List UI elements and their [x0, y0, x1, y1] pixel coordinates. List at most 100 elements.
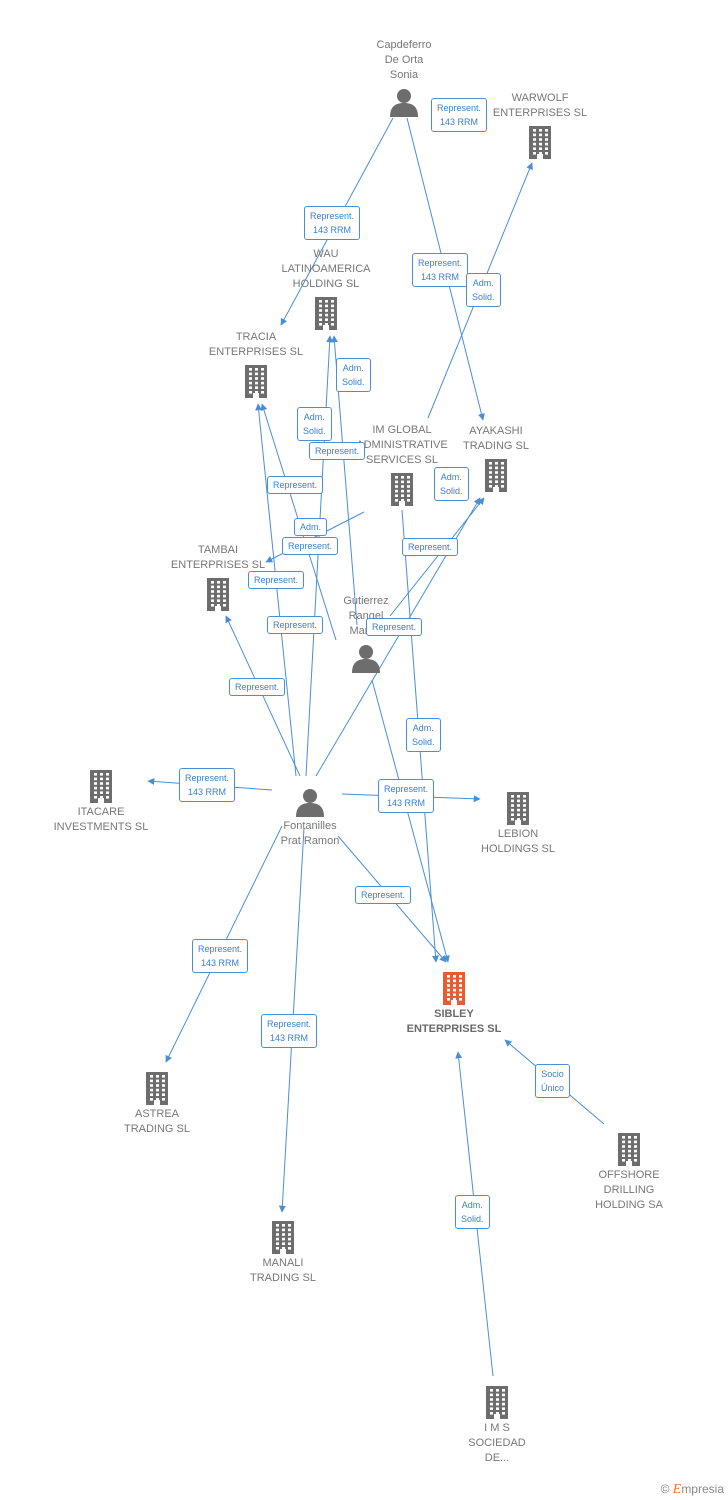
- badge-text: Adm.: [461, 1200, 483, 1210]
- relation-badge[interactable]: Adm. Solid.: [455, 1195, 490, 1229]
- person-icon: [351, 643, 381, 673]
- edge-gutierrez-to-sibley: [371, 679, 450, 963]
- relation-badge[interactable]: Represent.143 RRM: [378, 779, 435, 813]
- badge-text: 143 RRM: [188, 787, 227, 797]
- badge-text: 143 RRM: [440, 117, 479, 127]
- building-icon: [87, 769, 115, 803]
- relation-badge[interactable]: Adm.Solid.: [406, 718, 441, 752]
- node-label-line: Fontanilles: [283, 820, 337, 832]
- badge-text: Socio: [541, 1069, 564, 1079]
- relation-badge[interactable]: Represent. 143 RRM: [179, 768, 236, 802]
- badge-text: 143 RRM: [421, 272, 460, 282]
- building-icon: [483, 1385, 511, 1419]
- node-label: IM GLOBAL ADMINISTRATIVE SERVICES SL: [327, 423, 477, 468]
- badge-text: Solid.: [461, 1214, 484, 1224]
- edge-fontanilles-to-tracia: [255, 403, 297, 777]
- badge-text: Represent.: [361, 890, 406, 900]
- node-label-line: ENTERPRISES SL: [208, 346, 304, 358]
- relation-badge[interactable]: Represent.: [402, 538, 459, 556]
- badge-text: Solid.: [303, 426, 326, 436]
- copyright-symbol: ©: [660, 1482, 670, 1496]
- relation-badge[interactable]: Represent.143 RRM: [304, 206, 361, 240]
- badge-text: Represent.: [310, 211, 355, 221]
- relation-badge[interactable]: Represent.: [309, 442, 366, 460]
- brand-name: mpresia: [681, 1482, 724, 1496]
- badge-text: Solid.: [472, 292, 495, 302]
- building-icon: [143, 1071, 171, 1105]
- badge-text: Represent.: [198, 944, 243, 954]
- building-icon: [312, 296, 340, 330]
- relation-badge[interactable]: Adm. Solid.: [466, 273, 501, 307]
- badge-text: Represent.: [185, 773, 230, 783]
- badge-text: Represent.: [267, 1019, 312, 1029]
- building-icon: [204, 577, 232, 611]
- badge-text: Solid.: [342, 377, 365, 387]
- node-label-line: ADMINISTRATIVE: [356, 439, 448, 451]
- building-icon: [482, 458, 510, 492]
- badge-text: Solid.: [412, 737, 435, 747]
- badge-text: Represent.: [418, 258, 463, 268]
- node-label-line: TRADING SL: [123, 1123, 190, 1135]
- node-label: TRACIA ENTERPRISES SL: [181, 330, 331, 360]
- relation-badge[interactable]: Adm.: [294, 518, 328, 536]
- badge-text: Adm.: [342, 363, 364, 373]
- node-lebion[interactable]: LEBION HOLDINGS SL: [443, 791, 593, 857]
- node-imglobal[interactable]: IM GLOBAL ADMINISTRATIVE SERVICES SL: [327, 423, 477, 506]
- relation-badge[interactable]: Represent.: [267, 616, 324, 634]
- brand-initial: E: [672, 1482, 682, 1497]
- node-tracia[interactable]: TRACIA ENTERPRISES SL: [181, 330, 331, 398]
- relation-badge[interactable]: Represent. 143 RRM: [412, 253, 469, 287]
- node-label-line: AYAKASHI: [469, 425, 523, 437]
- relation-badge[interactable]: Represent.: [282, 537, 339, 555]
- node-label-line: TRACIA: [235, 331, 277, 343]
- relation-badge[interactable]: Represent.: [355, 886, 412, 904]
- node-label-line: DRILLING: [603, 1184, 655, 1196]
- relation-badge[interactable]: Adm.Solid.: [434, 467, 469, 501]
- node-label-line: SERVICES SL: [366, 454, 438, 466]
- relation-badge[interactable]: Represent.: [267, 476, 324, 494]
- relation-badge[interactable]: Represent.143 RRM: [261, 1014, 318, 1048]
- building-icon: [504, 791, 532, 825]
- node-label-line: I M S: [484, 1422, 510, 1434]
- node-label-line: TRADING SL: [249, 1272, 316, 1284]
- node-label-line: Prat Ramon: [280, 835, 340, 847]
- relation-badge[interactable]: Represent. 143 RRM: [431, 98, 488, 132]
- relation-badge[interactable]: Adm. Solid.: [297, 407, 332, 441]
- badge-text: Represent.: [372, 622, 417, 632]
- node-label-line: IM GLOBAL: [372, 424, 432, 436]
- relation-badge[interactable]: Adm. Solid.: [336, 358, 371, 392]
- node-label: LEBION HOLDINGS SL: [443, 827, 593, 857]
- relation-badge[interactable]: Represent.143 RRM: [192, 939, 249, 973]
- badge-text: Adm.: [303, 412, 325, 422]
- building-icon: [615, 1132, 643, 1166]
- badge-text: Adm.: [472, 278, 494, 288]
- relation-badge[interactable]: Represent.: [366, 618, 423, 636]
- node-label-line: LEBION: [497, 828, 539, 840]
- building-icon: [242, 364, 270, 398]
- node-label-line: TAMBAI: [197, 544, 239, 556]
- relation-badge[interactable]: Represent.: [229, 678, 286, 696]
- badge-text: Represent.: [437, 103, 482, 113]
- node-label-line: HOLDINGS SL: [481, 843, 555, 855]
- relation-badge[interactable]: Represent.: [248, 571, 305, 589]
- badge-text: Represent.: [408, 542, 453, 552]
- node-label-line: HOLDING SL: [292, 278, 360, 290]
- person-icon: [389, 87, 419, 117]
- badge-text: Solid.: [440, 486, 463, 496]
